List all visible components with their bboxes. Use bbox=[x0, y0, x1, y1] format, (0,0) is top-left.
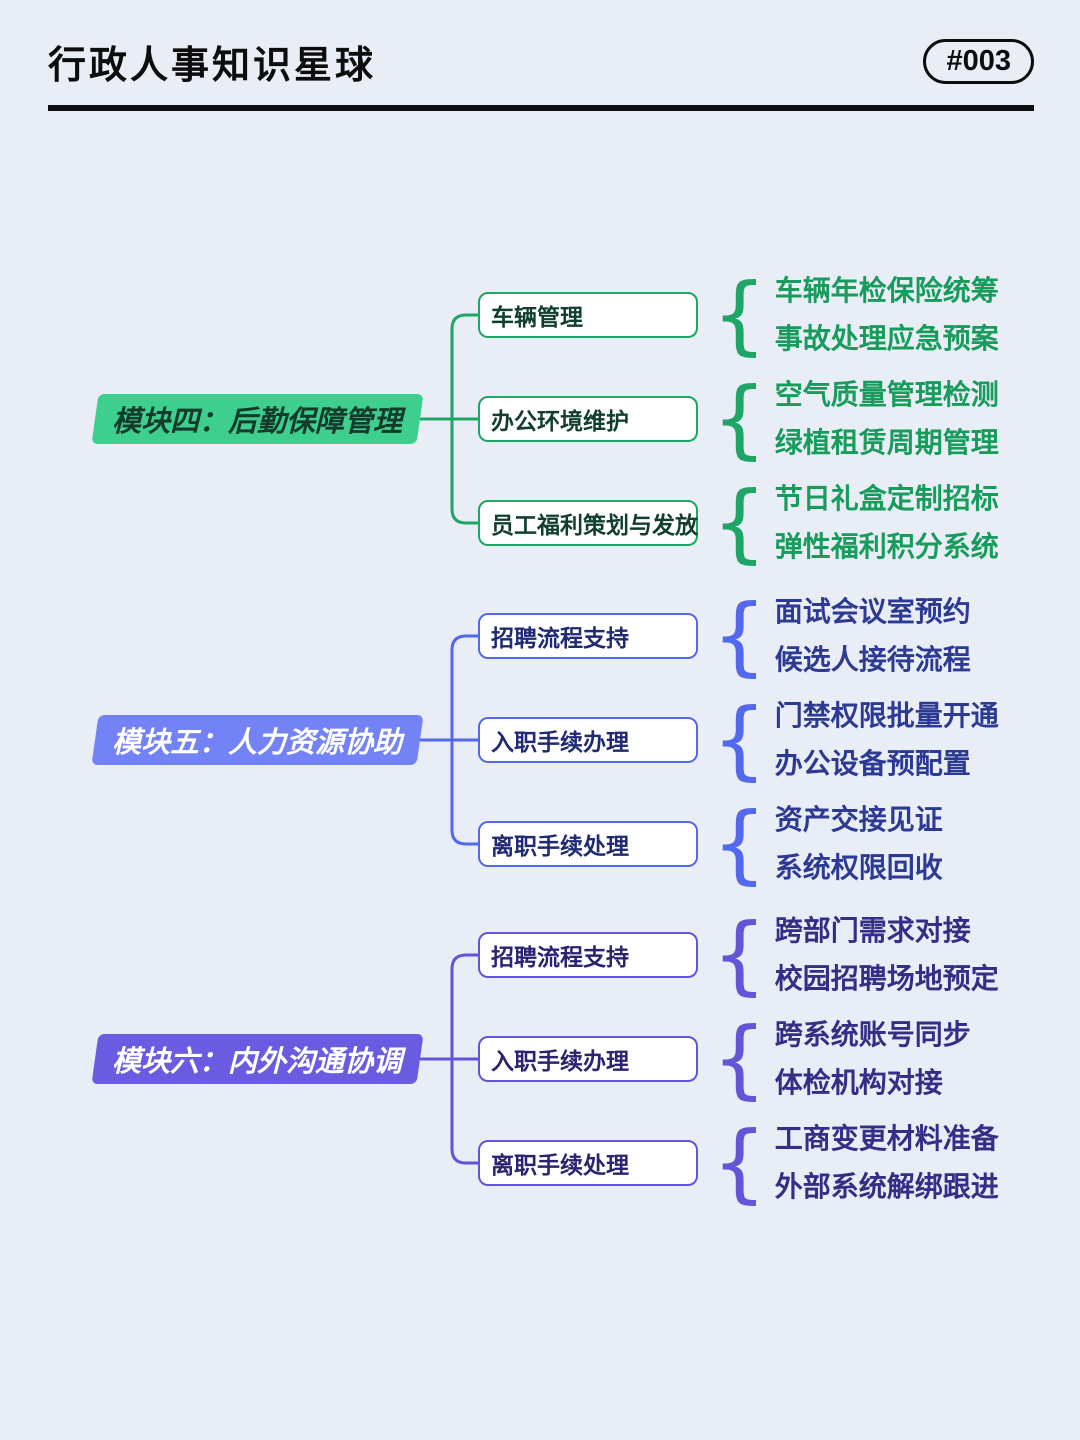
child-row: 离职手续处理 工商变更材料准备 外部系统解绑跟进 bbox=[478, 1111, 999, 1215]
child-row: 办公环境维护 空气质量管理检测 绿植租赁周期管理 bbox=[478, 367, 999, 471]
module-title-badge: 模块六：内外沟通协调 bbox=[91, 1034, 424, 1084]
child-row: 员工福利策划与发放 节日礼盒定制招标 弹性福利积分系统 bbox=[478, 471, 999, 575]
topic-box: 入职手续办理 bbox=[478, 1036, 698, 1082]
module-branch-5: 模块五：人力资源协助 招聘流程支持 面试会议室预约 候选人接待流程 入职手续办理 bbox=[0, 584, 999, 896]
curly-brace-icon bbox=[712, 272, 767, 358]
branch-connector bbox=[420, 313, 478, 525]
topic-label: 离职手续处理 bbox=[491, 833, 629, 859]
topic-label: 车辆管理 bbox=[491, 304, 583, 330]
leaf-item: 系统权限回收 bbox=[774, 852, 943, 883]
topic-label: 入职手续办理 bbox=[491, 1048, 629, 1074]
leaf-item: 事故处理应急预案 bbox=[774, 323, 999, 354]
topic-label: 办公环境维护 bbox=[491, 408, 629, 434]
child-row: 入职手续办理 跨系统账号同步 体检机构对接 bbox=[478, 1007, 999, 1111]
leaf-item: 外部系统解绑跟进 bbox=[774, 1171, 999, 1202]
leaf-group: 节日礼盒定制招标 弹性福利积分系统 bbox=[775, 483, 999, 563]
module-title: 模块六：内外沟通协调 bbox=[112, 1046, 403, 1078]
leaf-group: 资产交接见证 系统权限回收 bbox=[775, 804, 943, 884]
topic-box: 车辆管理 bbox=[478, 292, 698, 338]
leaf-item: 资产交接见证 bbox=[774, 803, 943, 835]
leaf-item: 绿植租赁周期管理 bbox=[774, 427, 999, 458]
module-title: 模块四：后勤保障管理 bbox=[112, 406, 403, 438]
topic-label: 入职手续办理 bbox=[491, 729, 629, 755]
topic-box: 员工福利策划与发放 bbox=[478, 500, 698, 546]
leaf-group: 车辆年检保险统筹 事故处理应急预案 bbox=[775, 275, 999, 355]
issue-number-badge: #003 bbox=[923, 39, 1034, 84]
child-column: 招聘流程支持 跨部门需求对接 校园招聘场地预定 入职手续办理 跨系统账号同步 体… bbox=[478, 903, 999, 1215]
curly-brace-icon bbox=[712, 912, 767, 998]
leaf-item: 候选人接待流程 bbox=[774, 644, 971, 675]
leaf-item: 体检机构对接 bbox=[774, 1067, 943, 1098]
curly-brace-icon bbox=[712, 801, 767, 887]
curly-brace-icon bbox=[712, 480, 767, 566]
curly-brace-icon bbox=[712, 1120, 767, 1206]
child-row: 车辆管理 车辆年检保险统筹 事故处理应急预案 bbox=[478, 263, 999, 367]
curly-brace-icon bbox=[712, 593, 767, 679]
leaf-item: 空气质量管理检测 bbox=[774, 378, 999, 410]
topic-label: 招聘流程支持 bbox=[491, 944, 629, 970]
leaf-item: 办公设备预配置 bbox=[774, 748, 971, 779]
child-column: 车辆管理 车辆年检保险统筹 事故处理应急预案 办公环境维护 空气质量管理检测 绿… bbox=[478, 263, 999, 575]
leaf-group: 门禁权限批量开通 办公设备预配置 bbox=[775, 700, 999, 780]
page-title: 行政人事知识星球 bbox=[48, 45, 377, 87]
topic-box: 离职手续处理 bbox=[478, 1140, 698, 1186]
topic-box: 办公环境维护 bbox=[478, 396, 698, 442]
curly-brace-icon bbox=[712, 1016, 767, 1102]
leaf-item: 节日礼盒定制招标 bbox=[774, 482, 999, 514]
leaf-item: 工商变更材料准备 bbox=[774, 1122, 999, 1154]
module-branch-6: 模块六：内外沟通协调 招聘流程支持 跨部门需求对接 校园招聘场地预定 入职手续办… bbox=[0, 903, 999, 1215]
leaf-group: 跨系统账号同步 体检机构对接 bbox=[775, 1019, 971, 1099]
topic-box: 招聘流程支持 bbox=[478, 932, 698, 978]
curly-brace-icon bbox=[712, 376, 767, 462]
header: 行政人事知识星球 #003 bbox=[48, 34, 1034, 111]
topic-box: 离职手续处理 bbox=[478, 821, 698, 867]
topic-box: 入职手续办理 bbox=[478, 717, 698, 763]
branch-connector bbox=[420, 634, 478, 846]
leaf-group: 跨部门需求对接 校园招聘场地预定 bbox=[775, 915, 999, 995]
branch-connector bbox=[420, 953, 478, 1165]
leaf-group: 空气质量管理检测 绿植租赁周期管理 bbox=[775, 379, 999, 459]
leaf-group: 面试会议室预约 候选人接待流程 bbox=[775, 596, 971, 676]
leaf-item: 车辆年检保险统筹 bbox=[774, 274, 999, 306]
leaf-item: 跨部门需求对接 bbox=[774, 914, 971, 946]
leaf-item: 门禁权限批量开通 bbox=[774, 699, 999, 731]
child-row: 离职手续处理 资产交接见证 系统权限回收 bbox=[478, 792, 999, 896]
child-row: 招聘流程支持 面试会议室预约 候选人接待流程 bbox=[478, 584, 999, 688]
module-title-badge: 模块四：后勤保障管理 bbox=[91, 394, 424, 444]
curly-brace-icon bbox=[712, 697, 767, 783]
leaf-item: 跨系统账号同步 bbox=[774, 1018, 971, 1050]
topic-box: 招聘流程支持 bbox=[478, 613, 698, 659]
module-title: 模块五：人力资源协助 bbox=[112, 727, 403, 759]
leaf-item: 弹性福利积分系统 bbox=[774, 531, 999, 562]
child-column: 招聘流程支持 面试会议室预约 候选人接待流程 入职手续办理 门禁权限批量开通 办… bbox=[478, 584, 999, 896]
leaf-group: 工商变更材料准备 外部系统解绑跟进 bbox=[775, 1123, 999, 1203]
topic-label: 招聘流程支持 bbox=[491, 625, 629, 651]
module-branch-4: 模块四：后勤保障管理 车辆管理 车辆年检保险统筹 事故处理应急预案 办公环境维护 bbox=[0, 263, 999, 575]
topic-label: 员工福利策划与发放 bbox=[491, 512, 698, 538]
leaf-item: 校园招聘场地预定 bbox=[774, 963, 999, 994]
module-title-badge: 模块五：人力资源协助 bbox=[91, 715, 424, 765]
child-row: 招聘流程支持 跨部门需求对接 校园招聘场地预定 bbox=[478, 903, 999, 1007]
child-row: 入职手续办理 门禁权限批量开通 办公设备预配置 bbox=[478, 688, 999, 792]
topic-label: 离职手续处理 bbox=[491, 1152, 629, 1178]
leaf-item: 面试会议室预约 bbox=[774, 595, 971, 627]
